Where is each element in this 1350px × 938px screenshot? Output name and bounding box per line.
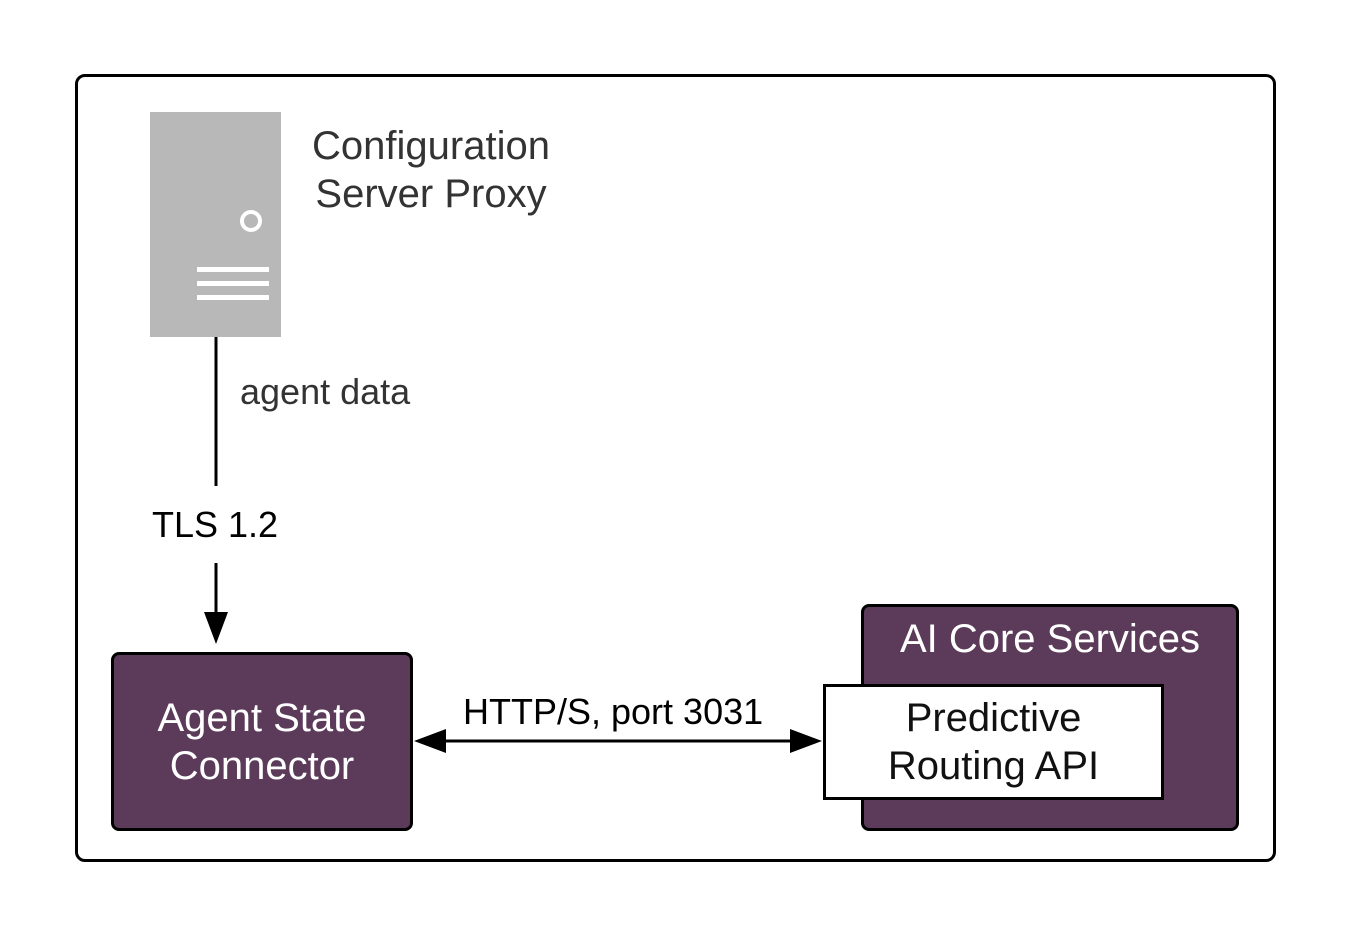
- tls-label: TLS 1.2: [152, 504, 279, 545]
- agent-state-connector-node: Agent State Connector: [111, 652, 413, 831]
- predictive-routing-api-node: Predictive Routing API: [823, 684, 1164, 800]
- agent-state-connector-label: Agent State Connector: [157, 695, 367, 788]
- predictive-routing-api-label: Predictive Routing API: [887, 696, 1100, 788]
- http-label: HTTP/S, port 3031: [463, 691, 764, 732]
- agent-data-label: agent data: [240, 371, 411, 412]
- server-icon: [150, 112, 281, 337]
- config-server-proxy-line1: Configuration: [312, 124, 550, 168]
- config-server-proxy-label: Configuration Server Proxy: [300, 122, 562, 218]
- config-server-proxy-line2: Server Proxy: [315, 172, 547, 216]
- ai-core-services-label: AI Core Services: [899, 617, 1201, 661]
- diagram-frame: [75, 74, 1276, 862]
